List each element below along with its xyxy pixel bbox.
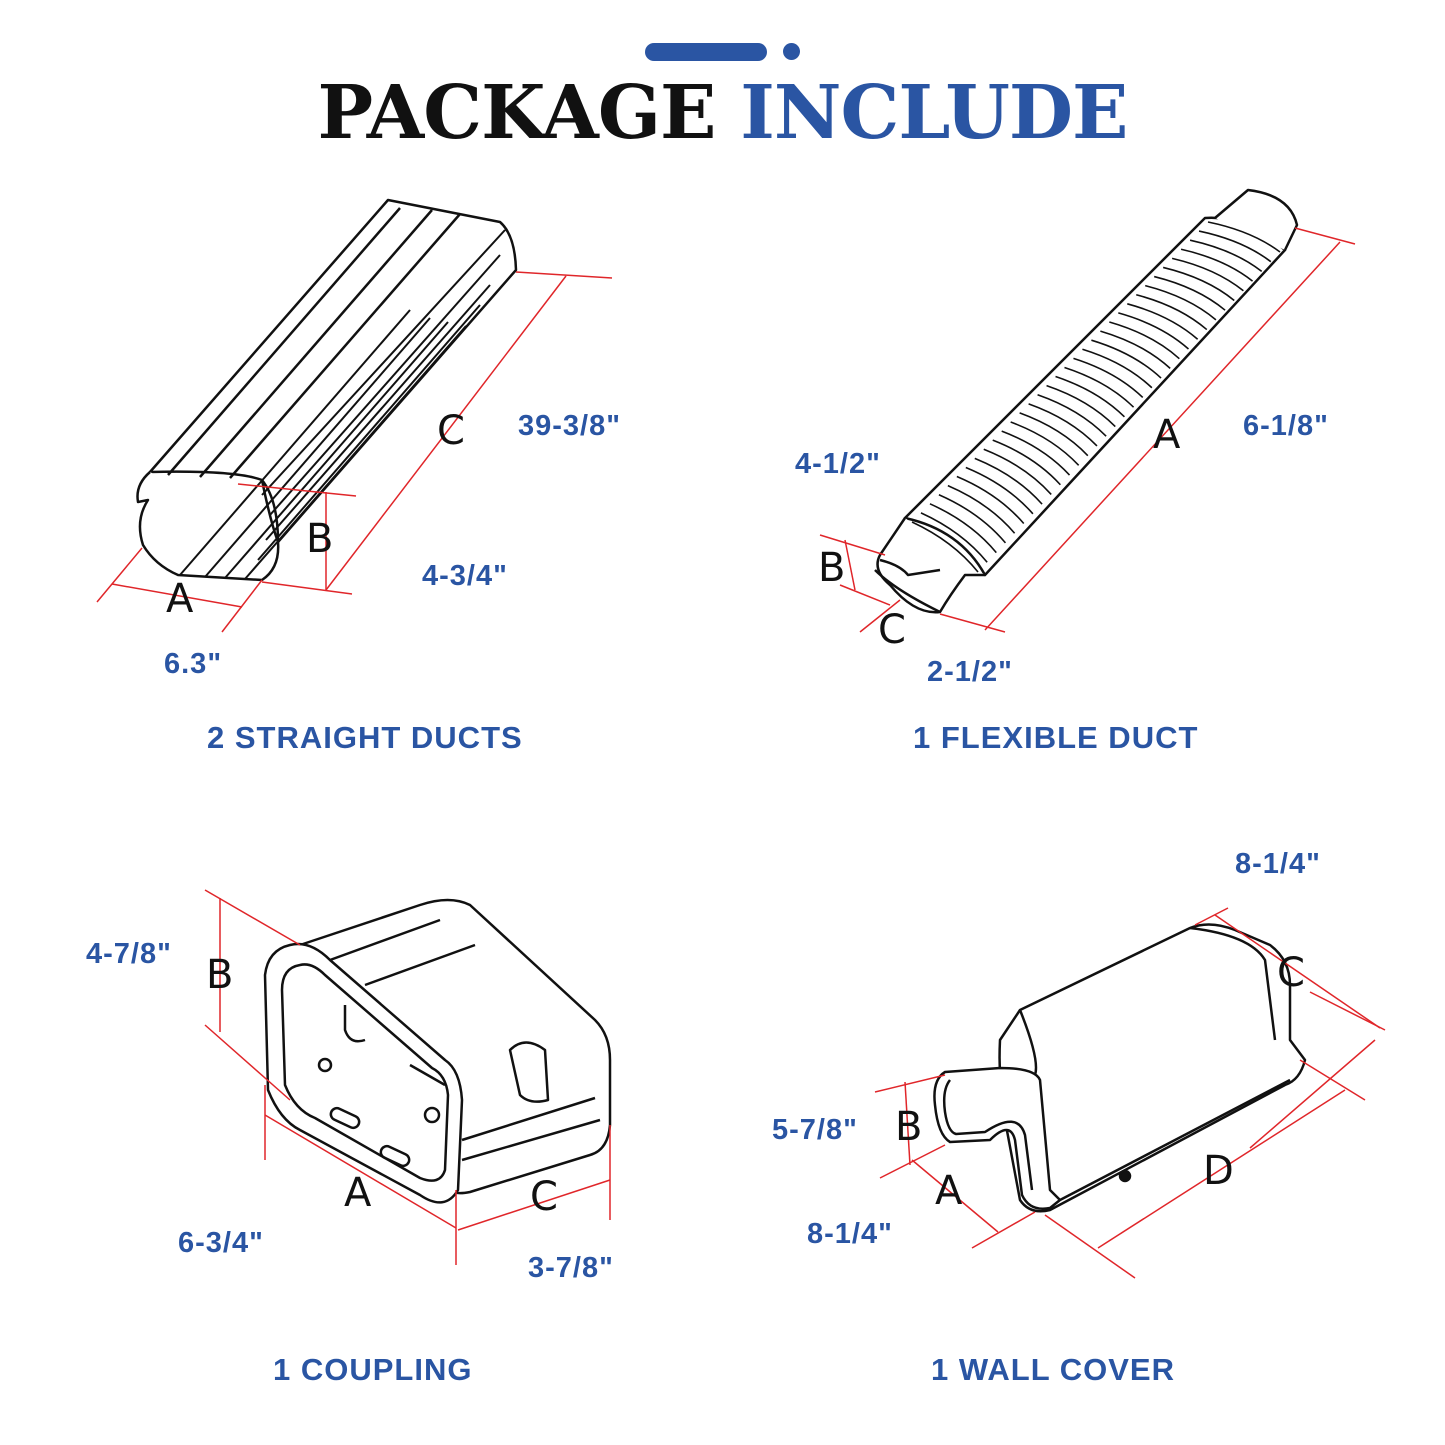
corrugation-rib (1019, 412, 1089, 457)
wall-cover-letter-d: D (1203, 1148, 1234, 1194)
corrugation-rib (1055, 375, 1125, 418)
title-part-2: INCLUDE (740, 70, 1128, 156)
header-accent-dot (783, 43, 800, 60)
coupling-letter-c: C (530, 1174, 558, 1220)
corrugation-rib (1180, 248, 1254, 282)
straight-duct-letter-c: C (437, 408, 465, 454)
straight-duct-drawing (136, 198, 518, 582)
flexible-duct-drawing (874, 188, 1299, 614)
flexible-duct-letter-a: A (1153, 412, 1181, 458)
wall-cover-letter-c: C (1277, 950, 1305, 996)
corrugation-rib (1064, 366, 1135, 408)
corrugation-rib (1100, 330, 1171, 369)
flexible-duct-dim-b: 4-1/2" (795, 448, 881, 480)
straight-duct-dimension-lines (96, 271, 613, 633)
corrugation-rib (1162, 266, 1235, 302)
corrugation-rib (947, 484, 1016, 534)
straight-duct-dim-c: 39-3/8" (518, 410, 621, 442)
flexible-duct-dim-c: 2-1/2" (927, 656, 1013, 688)
wall-cover-letter-b: B (895, 1104, 923, 1150)
corrugation-rib (1082, 348, 1153, 389)
corrugation-rib (1171, 257, 1244, 292)
corrugation-rib (1118, 312, 1190, 350)
coupling-dim-c: 3-7/8" (528, 1252, 614, 1284)
corrugation-rib (1136, 293, 1208, 331)
corrugation-rib (992, 439, 1061, 486)
corrugation-rib (1153, 275, 1226, 311)
coupling-letter-a: A (344, 1170, 372, 1216)
wall-cover-letter-a: A (935, 1168, 963, 1214)
title-part-1: PACKAGE (317, 70, 717, 156)
page-title: PACKAGE INCLUDE (0, 70, 1445, 156)
corrugation-rib (920, 512, 988, 563)
coupling-letter-b: B (206, 952, 234, 998)
wall-cover-drawing (933, 923, 1307, 1213)
wall-cover-dim-c: 8-1/4" (1235, 848, 1321, 880)
straight-duct-dim-b: 4-3/4" (422, 560, 508, 592)
corrugation-rib (1091, 339, 1162, 379)
flexible-duct-caption: 1 FLEXIBLE DUCT (913, 720, 1199, 755)
corrugation-rib (1001, 430, 1071, 476)
coupling-dim-b: 4-7/8" (86, 938, 172, 970)
wall-cover-dim-a: 8-1/4" (807, 1218, 893, 1250)
straight-duct-letter-a: A (166, 576, 194, 622)
corrugation-rib (1207, 221, 1281, 253)
flexible-duct-letter-c: C (878, 607, 906, 653)
coupling-drawing (263, 898, 612, 1204)
corrugation-rib (1189, 239, 1263, 273)
header-accent-bar (645, 43, 767, 61)
corrugation-rib (1198, 230, 1272, 263)
corrugation-rib (938, 493, 1007, 544)
flexible-duct-dim-a: 6-1/8" (1243, 410, 1329, 442)
coupling-dim-a: 6-3/4" (178, 1227, 264, 1259)
flexible-duct-dimension-lines (819, 227, 1356, 633)
straight-duct-caption: 2 STRAIGHT DUCTS (207, 720, 523, 755)
wall-cover-caption: 1 WALL COVER (931, 1352, 1175, 1387)
straight-duct-dim-a: 6.3" (164, 648, 223, 680)
corrugation-rib (1127, 303, 1199, 340)
corrugation-rib (965, 466, 1034, 515)
coupling-caption: 1 COUPLING (273, 1352, 473, 1387)
corrugation-rib (956, 475, 1025, 525)
straight-duct-letter-b: B (306, 516, 334, 562)
coupling-dimension-lines (204, 889, 611, 1265)
corrugation-rib (1010, 421, 1080, 466)
corrugation-rib (974, 457, 1043, 505)
corrugation-rib (1073, 357, 1144, 399)
corrugation-rib (1109, 321, 1180, 360)
corrugation-rib (983, 448, 1052, 495)
flexible-duct-letter-b: B (818, 545, 846, 591)
corrugation-rib (1037, 393, 1107, 437)
wall-cover-dimension-lines (874, 907, 1386, 1279)
corrugation-rib (1028, 403, 1098, 447)
corrugation-rib (1145, 284, 1217, 321)
flexible-duct-corrugations (911, 221, 1281, 573)
corrugation-rib (929, 503, 997, 554)
wall-cover-dim-b: 5-7/8" (772, 1114, 858, 1146)
corrugation-rib (911, 521, 979, 573)
corrugation-rib (1046, 384, 1116, 428)
